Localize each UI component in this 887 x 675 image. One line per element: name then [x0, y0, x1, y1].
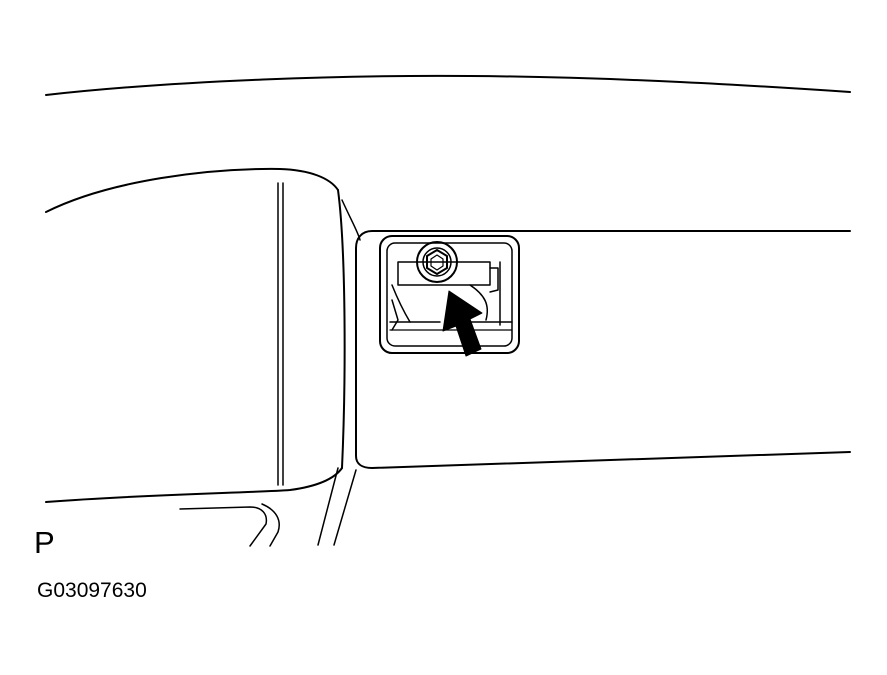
access-window-inner: [386, 242, 513, 347]
hex-bolt-icon: [416, 241, 458, 283]
panel-gap-line-b: [317, 467, 339, 546]
mechanism-left-tab: [391, 299, 399, 331]
left-panel-right-edge: [337, 189, 346, 469]
lower-bracket: [179, 506, 268, 547]
left-panel: [45, 167, 346, 503]
mechanism-body: [397, 261, 491, 286]
mechanism-left-curve: [391, 284, 411, 323]
view-letter: P: [34, 525, 55, 560]
left-panel-bottom-curve: [45, 467, 343, 503]
access-window-outer: [379, 235, 520, 354]
panel-gap-line-c: [333, 469, 357, 546]
mechanism-right-bracket: [489, 267, 499, 293]
panel-gap-line-a: [341, 199, 361, 241]
figure-code: G03097630: [37, 579, 147, 602]
dashboard-top-edge: [45, 74, 851, 96]
access-window: [379, 235, 520, 354]
lower-bracket-edge: [261, 503, 280, 547]
right-panel: [355, 230, 851, 469]
arrow-icon: [442, 290, 483, 357]
mechanism-right-curve: [469, 284, 489, 321]
left-panel-top-curve: [45, 167, 339, 213]
